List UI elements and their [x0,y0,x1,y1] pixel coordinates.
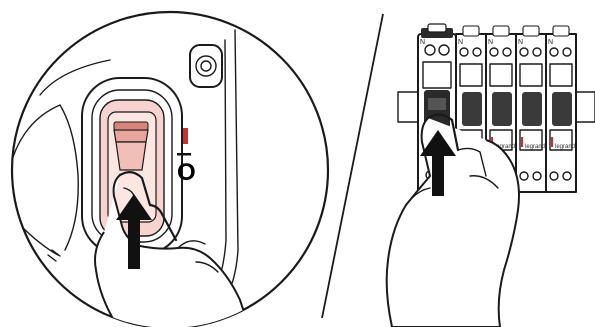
svg-text:N: N [420,39,425,46]
svg-text:N: N [548,39,553,46]
breaker-4: N legrand [546,26,576,192]
socket-icon [190,45,222,87]
svg-text:legrand: legrand [555,144,575,150]
svg-text:N: N [458,39,463,46]
breaker-3: N legrand [516,26,546,192]
left-zoom-circle: O [12,12,328,327]
off-mark: O [177,159,196,186]
mark-divider [177,153,191,156]
on-mark-bar [183,128,188,144]
svg-text:legrand: legrand [525,144,545,150]
svg-text:N: N [488,39,493,46]
panel-divider [322,14,383,318]
hand-icon [387,114,519,327]
right-breaker-panel: N N legrand [387,24,595,327]
svg-text:N: N [518,39,523,46]
